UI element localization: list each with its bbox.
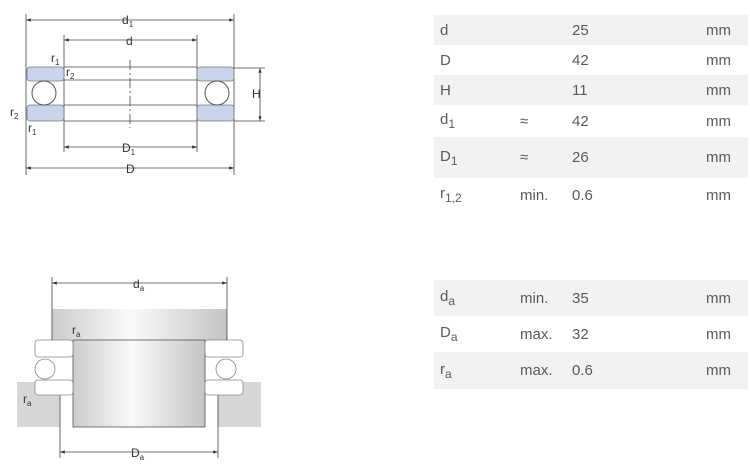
d1-label: d1 [122,13,134,29]
washers [26,66,235,122]
Da-label: Da [131,446,145,462]
D-label: D [126,162,135,176]
r2-label: r2 [66,65,75,81]
bearing-dimension-drawing: d1 d H D1 D r1 r2 r2 r1 [10,13,265,176]
da-label: da [133,277,145,293]
ra-label: ra [72,323,81,339]
d-label: d [126,34,133,48]
balls [31,80,230,106]
h-label: H [252,87,261,101]
ra-label: ra [23,392,32,408]
abutment-drawing: da Da ra ra [17,277,261,462]
r1-label: r1 [51,51,60,67]
D1-label: D1 [122,141,136,157]
r2-label: r2 [10,105,19,121]
r1-label: r1 [28,121,37,137]
